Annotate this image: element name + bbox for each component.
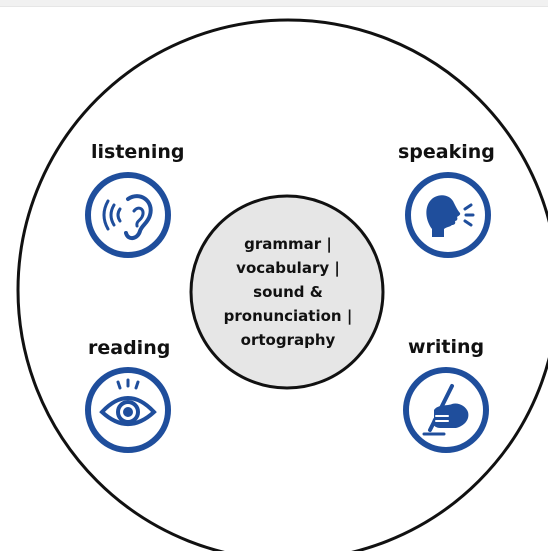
center-line-grammar: grammar | xyxy=(244,235,332,253)
ear-sound-icon xyxy=(85,172,171,258)
label-writing: writing xyxy=(408,336,485,358)
center-line-sound: sound & xyxy=(253,283,323,301)
center-line-vocabulary: vocabulary | xyxy=(236,259,340,277)
center-line-ortography: ortography xyxy=(240,331,336,349)
label-speaking: speaking xyxy=(398,141,495,163)
outer-circle xyxy=(16,18,548,551)
center-topics: grammar | vocabulary | sound & pronuncia… xyxy=(208,232,368,352)
hand-writing-icon xyxy=(403,367,489,453)
label-listening: listening xyxy=(91,141,185,163)
center-line-pronunciation: pronunciation | xyxy=(223,307,353,325)
eye-icon xyxy=(85,367,171,453)
label-reading: reading xyxy=(88,337,171,359)
top-border xyxy=(0,0,548,7)
center-circle xyxy=(189,194,385,390)
head-speaking-icon xyxy=(405,172,491,258)
